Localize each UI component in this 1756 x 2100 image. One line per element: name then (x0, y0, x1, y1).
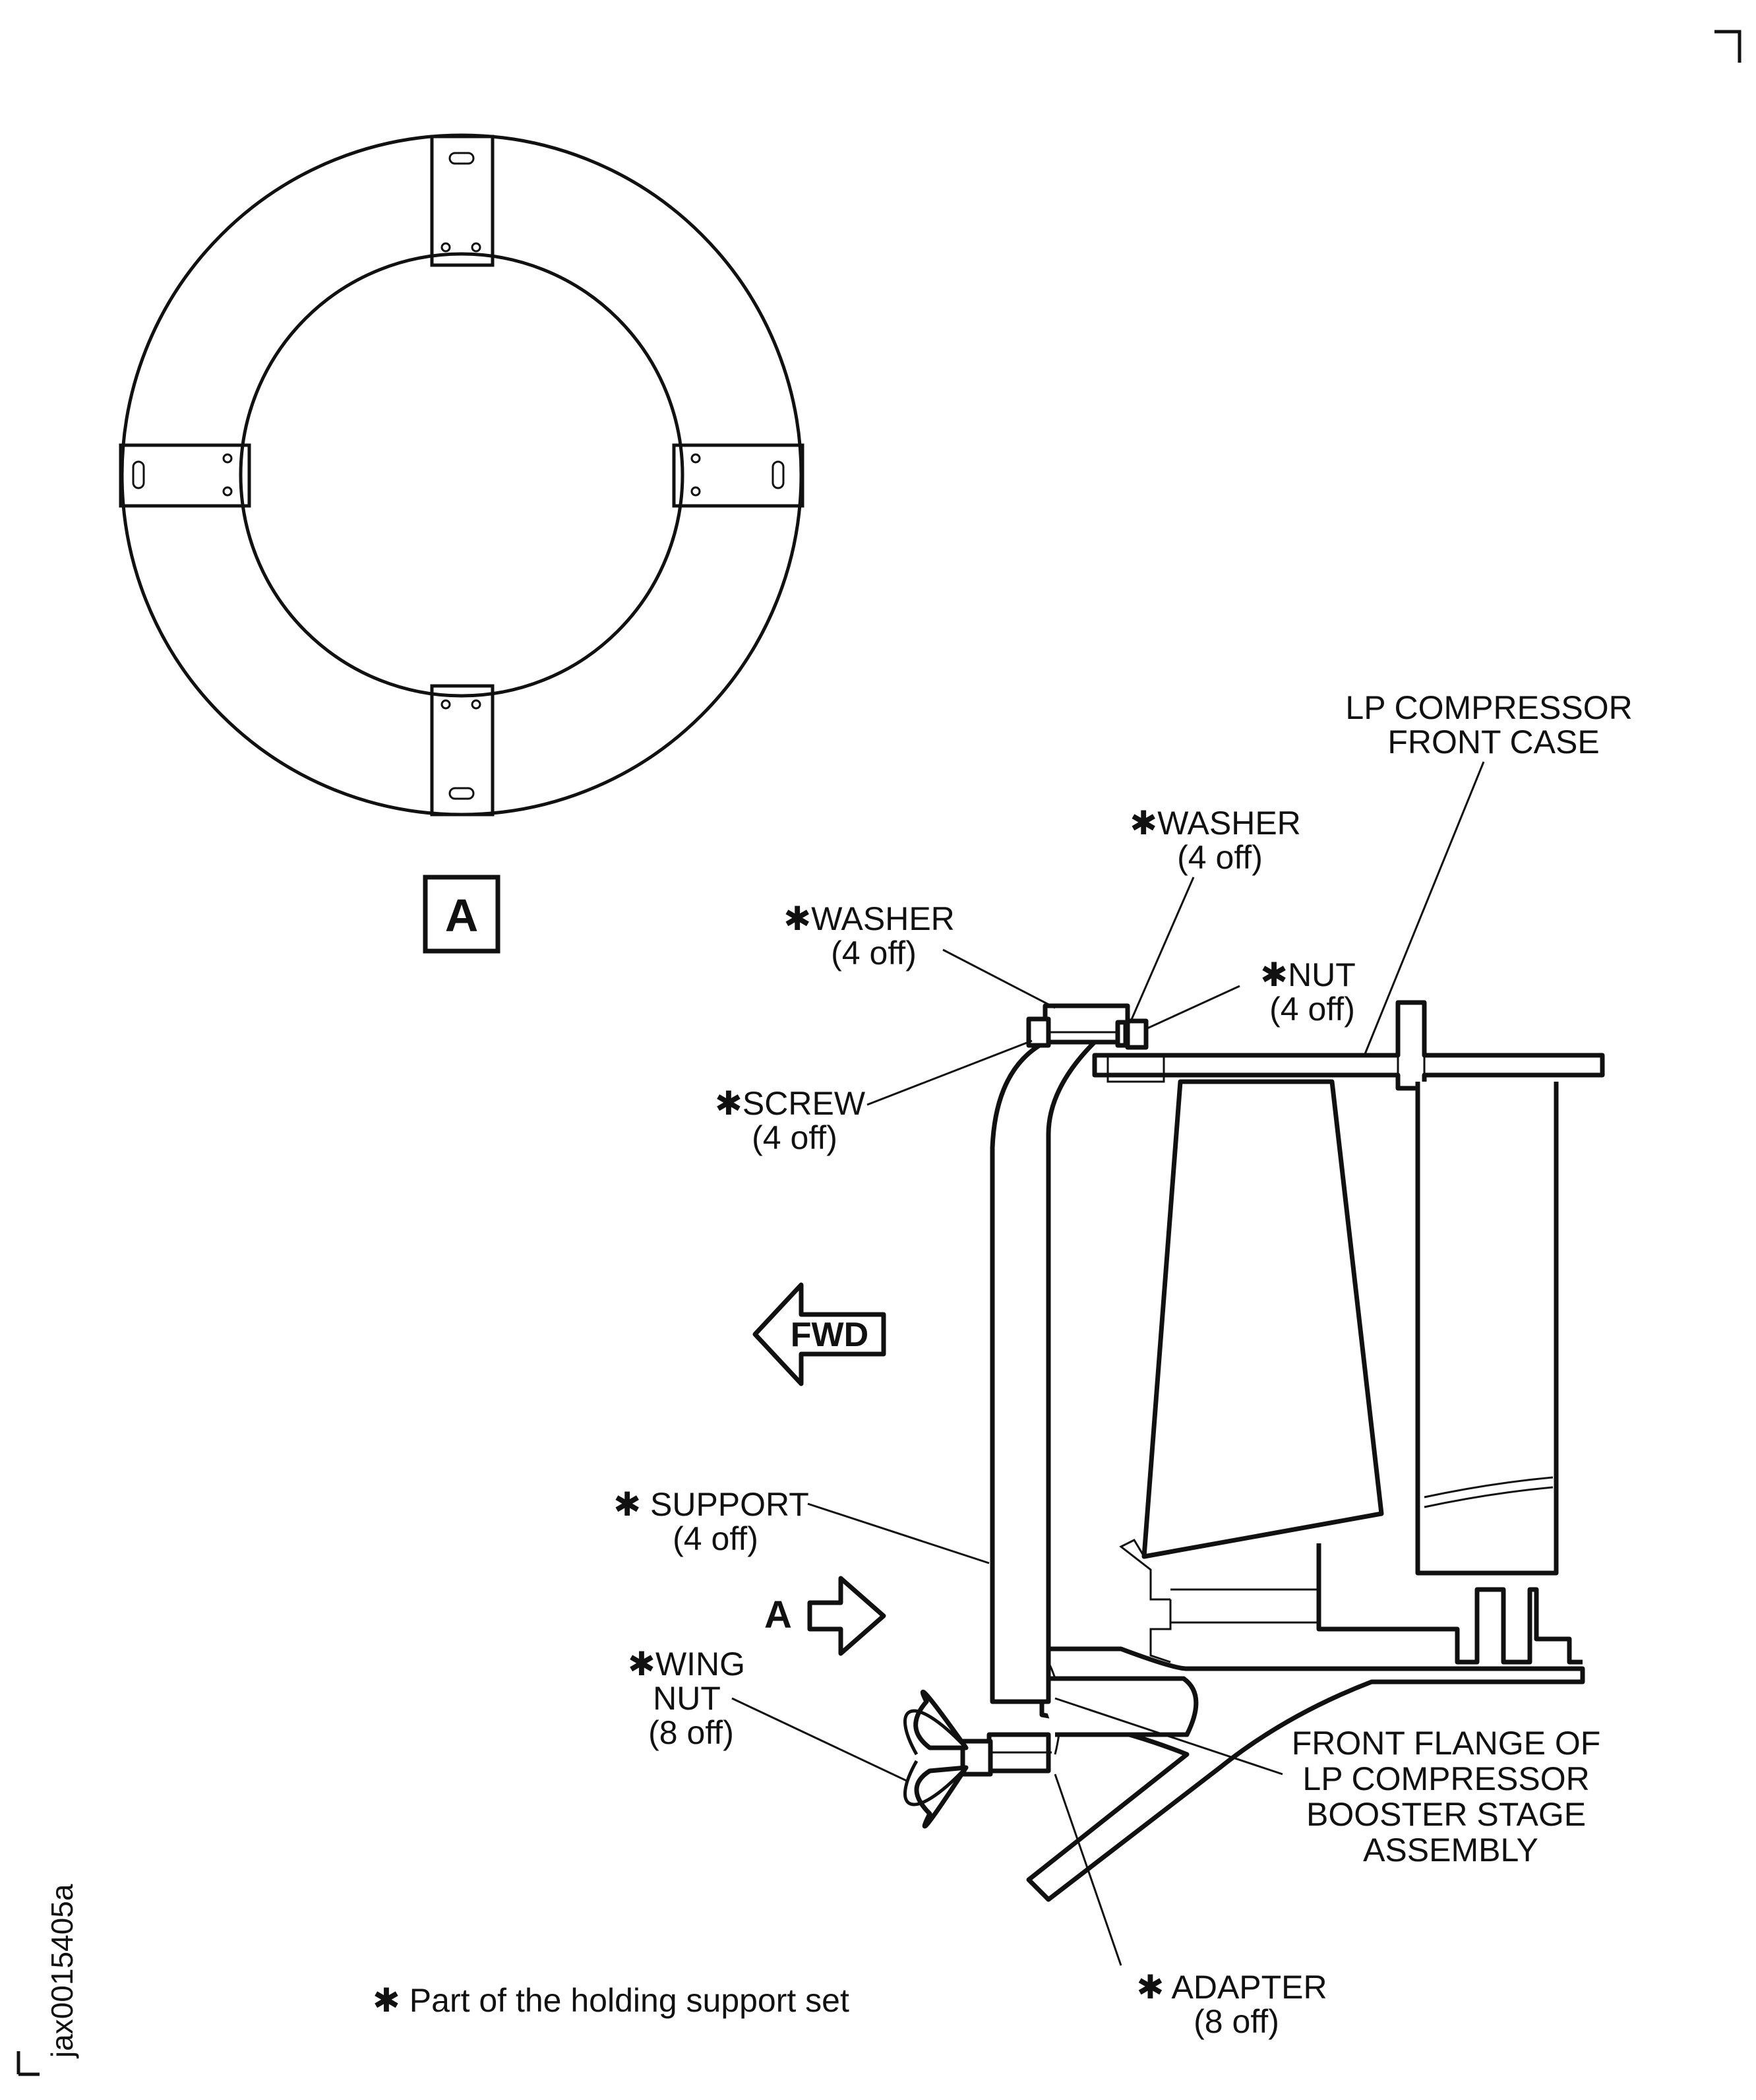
leader-support (807, 1502, 990, 1564)
ring-support-top (430, 135, 495, 267)
support (990, 1013, 1130, 1704)
view-a-arrow: A (764, 1576, 886, 1656)
ring-support-right (672, 443, 804, 508)
view-a-arrow-label: A (764, 1593, 792, 1636)
section-view (903, 1000, 1605, 1902)
leader-lp-case (1364, 761, 1485, 1055)
top-clamp-block (1043, 1003, 1130, 1045)
callout-lp-case: LP COMPRESSOR FRONT CASE (1345, 689, 1641, 760)
callout-front-flange: FRONT FLANGE OF LP COMPRESSOR BOOSTER ST… (1292, 1725, 1610, 1868)
leader-washer-top (1130, 877, 1195, 1022)
hub-lines (1170, 1588, 1319, 1624)
leader-adapter (1054, 1774, 1122, 1966)
corner-mark-bottom-left (16, 2051, 40, 2076)
callout-washer-top: ✱WASHER (4 off) (1130, 805, 1310, 876)
leader-washer-left (942, 948, 1056, 1009)
leader-nut (1145, 985, 1240, 1030)
footnote: ✱ Part of the holding support set (373, 1982, 849, 2019)
view-a-label: A (445, 890, 479, 941)
fwd-label: FWD (791, 1316, 868, 1354)
callout-adapter: ✱ ADAPTER (8 off) (1136, 1969, 1336, 2040)
ring-outer (120, 133, 803, 817)
view-a-label-box (423, 875, 500, 954)
callout-screw: ✱SCREW (4 off) (715, 1085, 874, 1156)
nut-top (1125, 1018, 1149, 1050)
stator-vane (1415, 1082, 1559, 1576)
ring-support-bottom (430, 684, 495, 817)
view-a-ring (119, 133, 804, 817)
rear-hub (1316, 1543, 1583, 1665)
washer-top (1115, 1020, 1128, 1048)
rotor-blade (1141, 1079, 1384, 1559)
figure-id: jax0015405a (45, 1884, 79, 2059)
ring-inner (239, 252, 684, 698)
callout-wing-nut: ✱WING NUT (8 off) (628, 1646, 754, 1751)
front-flange (1035, 1676, 1199, 1737)
leader-screw (866, 1039, 1033, 1106)
leader-front-flange (1054, 1697, 1283, 1776)
leader-lines (731, 761, 1485, 1966)
corner-mark-top-right (1714, 30, 1741, 63)
callout-washer-left: ✱WASHER (4 off) (783, 900, 963, 972)
fwd-arrow: FWD (752, 1282, 886, 1386)
leader-wing-nut (731, 1697, 907, 1782)
callout-nut: ✱NUT (4 off) (1260, 956, 1364, 1028)
callout-support: ✱ SUPPORT (4 off) (613, 1486, 818, 1557)
ring-support-left (119, 443, 251, 508)
